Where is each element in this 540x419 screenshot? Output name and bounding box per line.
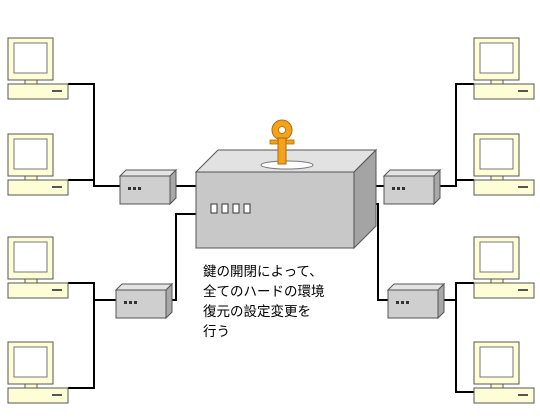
key-icon bbox=[269, 119, 295, 165]
caption-line: 鍵の開閉によって、 bbox=[203, 264, 323, 280]
desktop-computer-icon bbox=[7, 341, 69, 404]
cable-pc-left-1 bbox=[68, 83, 120, 187]
cable-pc-right-1 bbox=[434, 83, 474, 187]
caption-line: 復元の設定変更を bbox=[203, 304, 311, 320]
desktop-computer-icon bbox=[473, 236, 535, 299]
desktop-computer-icon bbox=[473, 341, 535, 404]
cable-pc-right-4 bbox=[455, 300, 474, 393]
caption-line: 行う bbox=[203, 324, 230, 340]
desktop-computer-icon bbox=[7, 37, 69, 100]
network-hub-icon bbox=[383, 169, 441, 205]
network-hub-icon bbox=[119, 169, 177, 205]
network-hub-icon bbox=[387, 283, 445, 319]
caption-line: 全てのハードの環境 bbox=[203, 284, 325, 300]
desktop-computer-icon bbox=[7, 236, 69, 299]
desktop-computer-icon bbox=[473, 133, 535, 196]
diagram-caption: 鍵の開閉によって、 全てのハードの環境 復元の設定変更を 行う bbox=[203, 262, 373, 342]
central-lock-device-icon bbox=[194, 148, 378, 250]
cable-pc-left-3 bbox=[68, 282, 116, 301]
desktop-computer-icon bbox=[7, 133, 69, 196]
desktop-computer-icon bbox=[473, 37, 535, 100]
cable-pc-left-4 bbox=[68, 300, 95, 389]
cable-pc-right-3 bbox=[438, 282, 474, 301]
network-hub-icon bbox=[115, 283, 173, 319]
